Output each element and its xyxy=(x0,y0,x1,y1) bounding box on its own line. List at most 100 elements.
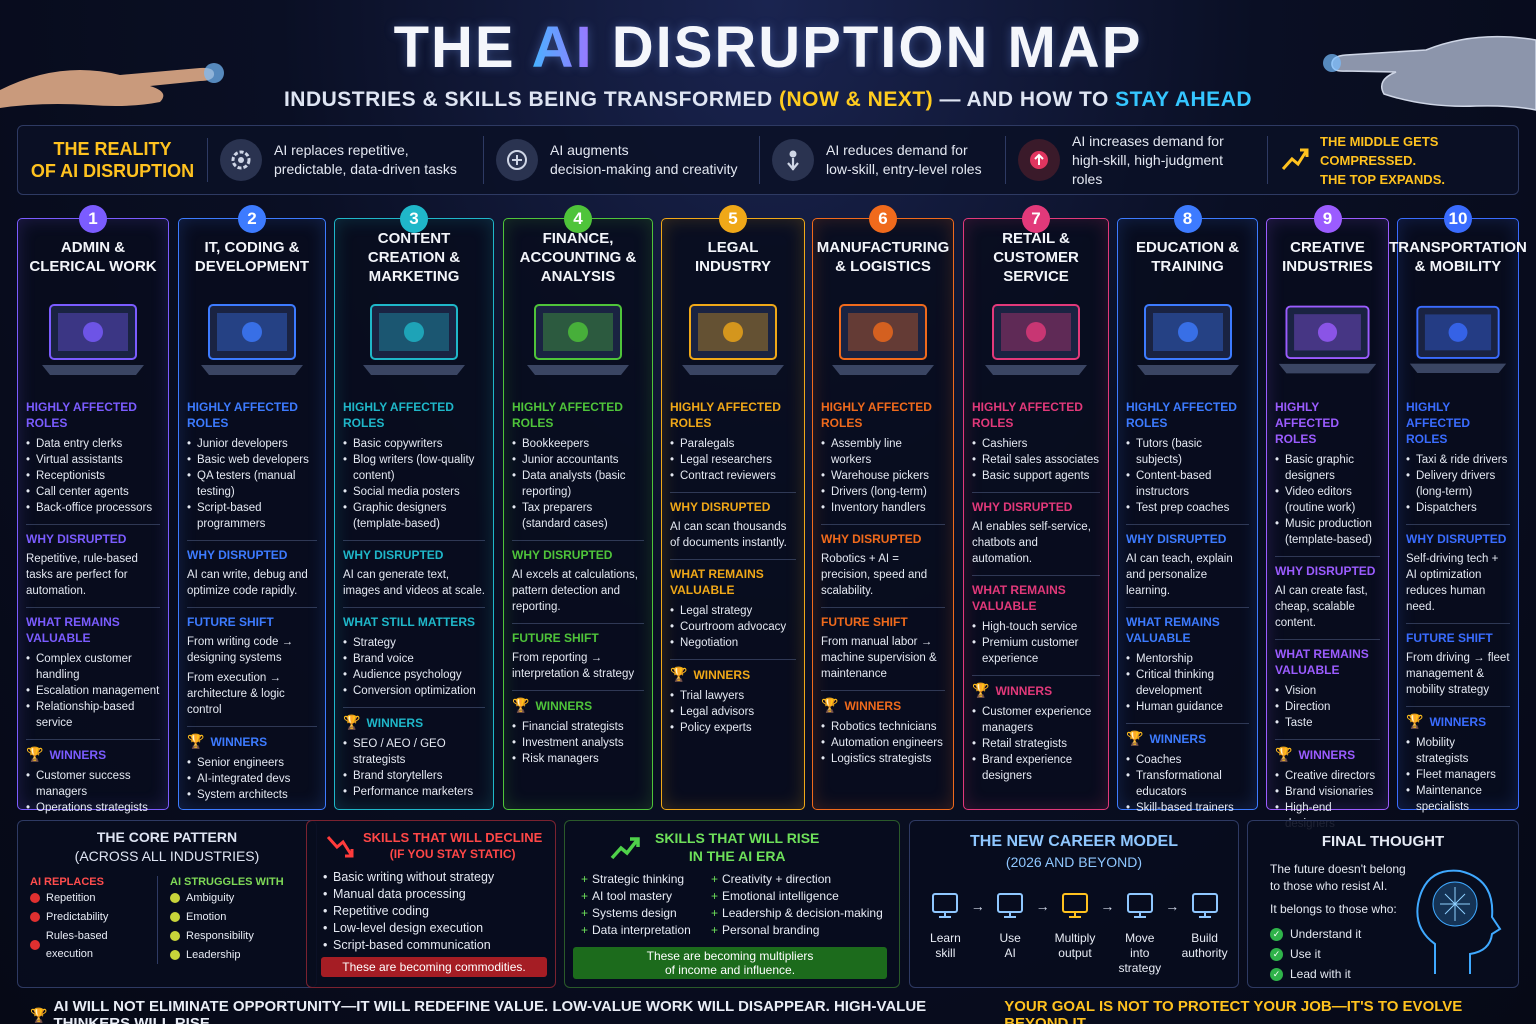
trophy-icon: 🏆 xyxy=(343,714,361,730)
valuable-item: Strategy xyxy=(343,635,485,651)
section-heading: WINNERS xyxy=(693,667,751,682)
section-heading: WHY DISRUPTED xyxy=(972,500,1073,514)
person-down-icon xyxy=(772,139,814,181)
arrow-right-icon: → xyxy=(1100,898,1115,914)
winner-role: Fleet managers xyxy=(1406,767,1510,783)
check-circle-icon xyxy=(170,950,180,960)
section-heading: FUTURE SHIFT xyxy=(187,615,274,629)
section-heading: WINNERS xyxy=(1298,747,1356,762)
final-thought-box: FINAL THOUGHT The future doesn't belong … xyxy=(1247,820,1519,988)
section-heading: WINNERS xyxy=(366,715,424,730)
future-shift-text: From writing code → designing systems xyxy=(187,636,294,664)
winner-role: Creative directors xyxy=(1275,768,1380,784)
trophy-icon: 🏆 xyxy=(187,733,205,749)
decline-item: Script-based communication xyxy=(323,937,555,954)
core-item: Responsibility xyxy=(186,930,254,942)
chart-icon xyxy=(1050,889,1101,923)
winner-role: Trial lawyers xyxy=(670,688,796,704)
brain-up-icon xyxy=(1018,139,1060,181)
section-heading: WHAT STILL MATTERS xyxy=(343,615,475,629)
core-item: Rules-based execution xyxy=(45,930,108,960)
affected-role: Data entry clerks xyxy=(26,436,160,452)
final-item: Use it xyxy=(1290,947,1321,961)
future-shift-text: From reporting → interpretation & strate… xyxy=(512,652,635,680)
check-icon: ✓ xyxy=(1270,927,1283,941)
trophy-icon: 🏆 xyxy=(30,1006,48,1023)
column-title: CONTENT CREATION & MARKETING xyxy=(367,229,461,285)
trophy-icon: 🏆 xyxy=(670,666,688,682)
valuable-item: Legal strategy xyxy=(670,603,796,619)
check-circle-icon xyxy=(170,931,180,941)
affected-role: Test prep coaches xyxy=(1126,500,1249,516)
reality-item: AI replaces repetitive,predictable, data… xyxy=(208,136,484,184)
final-text: The future doesn't belong xyxy=(1270,862,1406,876)
section-heading: HIGHLY AFFECTED ROLES xyxy=(821,400,932,430)
industry-illustration-icon xyxy=(670,283,796,395)
why-disrupted-text: AI can scan thousands of documents insta… xyxy=(670,521,787,549)
section-heading: WINNERS xyxy=(1429,714,1487,729)
column-title: MANUFACTURING & LOGISTICS xyxy=(816,239,950,275)
core-item: Emotion xyxy=(186,911,227,923)
winner-role: Mobility strategists xyxy=(1406,735,1510,767)
section-heading: HIGHLY AFFECTED ROLES xyxy=(26,400,137,430)
plus-icon: + xyxy=(581,872,589,886)
winner-role: Customer success managers xyxy=(26,768,160,800)
industry-illustration-icon xyxy=(972,283,1100,395)
valuable-item: Mentorship xyxy=(1126,651,1249,667)
core-title: THE CORE PATTERN xyxy=(96,829,238,845)
section-heading: HIGHLY AFFECTED ROLES xyxy=(512,400,623,430)
affected-role: Cashiers xyxy=(972,436,1100,452)
x-circle-icon xyxy=(30,912,40,922)
valuable-item: Premium customer experience xyxy=(972,635,1100,667)
check-icon: ✓ xyxy=(1270,947,1283,961)
winner-role: Risk managers xyxy=(512,751,644,767)
section-heading: WHAT REMAINS VALUABLE xyxy=(670,567,764,597)
core-item: Ambiguity xyxy=(186,892,235,904)
column-title: TRANSPORTATION & MOBILITY xyxy=(1389,239,1527,275)
section-heading: WHAT REMAINS VALUABLE xyxy=(972,583,1066,613)
trophy-icon: 🏆 xyxy=(1406,713,1424,729)
trend-up-icon xyxy=(1280,143,1310,178)
section-heading: WINNERS xyxy=(995,683,1053,698)
winner-role: Financial strategists xyxy=(512,719,644,735)
affected-role: Back-office processors xyxy=(26,500,160,516)
winner-role: AI-integrated devs xyxy=(187,771,317,787)
human-hand-icon xyxy=(0,63,224,108)
robot-icon xyxy=(985,889,1036,923)
affected-role: Script-based programmers xyxy=(187,500,317,532)
affected-role: Music production (template-based) xyxy=(1275,516,1380,548)
industry-illustration-icon xyxy=(821,283,945,395)
winner-role: Maintenance specialists xyxy=(1406,783,1510,815)
section-heading: HIGHLY AFFECTED ROLES xyxy=(1126,400,1237,430)
rise-item: Strategic thinking xyxy=(592,872,685,886)
winner-role: Brand experience designers xyxy=(972,752,1100,784)
decline-title: SKILLS THAT WILL DECLINE xyxy=(363,830,543,845)
x-circle-icon xyxy=(30,940,40,950)
section-heading: WHY DISRUPTED xyxy=(512,548,613,562)
column-title: CREATIVE INDUSTRIES xyxy=(1282,239,1373,275)
future-shift-text: From execution → architecture & logic co… xyxy=(187,672,285,716)
section-heading: WHY DISRUPTED xyxy=(1406,532,1507,546)
section-heading: WHY DISRUPTED xyxy=(187,548,288,562)
final-item: Lead with it xyxy=(1290,967,1351,981)
rise-title: SKILLS THAT WILL RISE xyxy=(655,830,820,846)
ai-struggles-heading: AI STRUGGLES WITH xyxy=(170,876,284,888)
column-title: RETAIL & CUSTOMER SERVICE xyxy=(993,229,1079,285)
arrow-right-icon: → xyxy=(1165,898,1180,914)
footer-right: YOUR GOAL IS NOT TO PROTECT YOUR JOB—IT'… xyxy=(1004,998,1463,1024)
valuable-item: Negotiation xyxy=(670,635,796,651)
industry-illustration-icon xyxy=(343,283,485,395)
winner-role: Automation engineers xyxy=(821,735,945,751)
affected-role: Paralegals xyxy=(670,436,796,452)
ai-head-icon xyxy=(1416,869,1502,974)
check-circle-icon xyxy=(170,893,180,903)
